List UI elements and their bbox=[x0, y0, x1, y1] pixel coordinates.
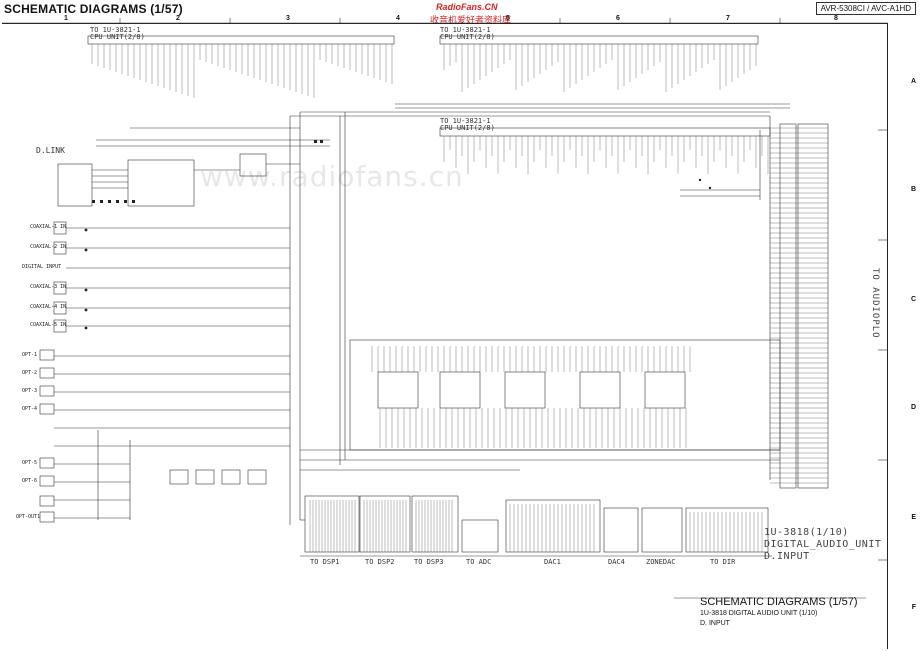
schematic-frame bbox=[2, 23, 888, 649]
input-opt-6: OPT-6 bbox=[22, 478, 38, 484]
input-opt-1: OPT-1 bbox=[22, 352, 38, 358]
input-coax-4: COAXIAL-4 IN bbox=[30, 304, 67, 310]
grid-row-a: A bbox=[910, 78, 916, 85]
input-digital: DIGITAL INPUT bbox=[22, 264, 62, 270]
input-opt-3: OPT-3 bbox=[22, 388, 38, 394]
input-opt-5: OPT-5 bbox=[22, 460, 38, 466]
cpu-connector-2-line2: CPU UNIT(2/8) bbox=[440, 33, 495, 41]
cpu-connector-1-line2: CPU UNIT(2/8) bbox=[90, 33, 145, 41]
cpu-connector-1-line1: TO 1U-3821-1 bbox=[90, 26, 141, 34]
grid-col-3: 3 bbox=[286, 15, 290, 22]
grid-col-6: 6 bbox=[616, 15, 620, 22]
cpu-connector-3-line2: CPU UNIT(2/8) bbox=[440, 124, 495, 132]
cpu-connector-3-line1: TO 1U-3821-1 bbox=[440, 117, 491, 125]
model-label: AVR-5308CI / AVC-A1HD bbox=[815, 2, 916, 15]
unit-label-line2: DIGITAL_AUDIO_UNIT bbox=[764, 539, 882, 550]
dlink-label: D.LINK bbox=[36, 146, 65, 155]
grid-row-e: E bbox=[911, 514, 916, 521]
unit-label-line3: D.INPUT bbox=[764, 551, 810, 562]
watermark-site: RadioFans.CN bbox=[436, 2, 498, 12]
footer-section: D. INPUT bbox=[700, 620, 730, 627]
grid-col-4: 4 bbox=[396, 15, 400, 22]
block-to-dir: TO DIR bbox=[710, 558, 736, 566]
input-coax-2: COAXIAL-2 IN bbox=[30, 244, 67, 250]
block-dac4: DAC4 bbox=[608, 558, 625, 566]
block-zonedac: ZONEDAC bbox=[646, 558, 676, 566]
grid-col-7: 7 bbox=[726, 15, 730, 22]
grid-col-8: 8 bbox=[834, 15, 838, 22]
input-coax-5: COAXIAL-5 IN bbox=[30, 322, 67, 328]
footer-unit: 1U-3818 DIGITAL AUDIO UNIT (1/10) bbox=[700, 610, 818, 617]
input-opt-4: OPT-4 bbox=[22, 406, 38, 412]
input-opt-out1: OPT-OUT1 bbox=[16, 514, 41, 520]
grid-row-f: F bbox=[911, 604, 916, 611]
grid-col-1: 1 bbox=[64, 15, 68, 22]
watermark-cn: 收音机爱好者资料库 bbox=[430, 15, 512, 25]
footer-title: SCHEMATIC DIAGRAMS (1/57) bbox=[700, 596, 858, 608]
block-to-dsp2: TO DSP2 bbox=[365, 558, 395, 566]
block-dac1: DAC1 bbox=[544, 558, 561, 566]
block-to-dsp3: TO DSP3 bbox=[414, 558, 444, 566]
input-opt-2: OPT-2 bbox=[22, 370, 38, 376]
watermark-big: www.radiofans.cn bbox=[200, 160, 464, 193]
grid-row-d: D bbox=[910, 404, 916, 411]
cpu-connector-2-line1: TO 1U-3821-1 bbox=[440, 26, 491, 34]
block-to-dsp1: TO DSP1 bbox=[310, 558, 340, 566]
grid-row-c: C bbox=[910, 296, 916, 303]
grid-col-2: 2 bbox=[176, 15, 180, 22]
to-audioplo-label: TO AUDIOPLO bbox=[870, 268, 880, 339]
grid-row-b: B bbox=[910, 186, 916, 193]
input-coax-1: COAXIAL-1 IN bbox=[30, 224, 67, 230]
input-coax-3: COAXIAL-3 IN bbox=[30, 284, 67, 290]
page-title: SCHEMATIC DIAGRAMS (1/57) bbox=[4, 2, 183, 16]
unit-label-line1: 1U-3818(1/10) bbox=[764, 527, 849, 538]
grid-col-5: 5 bbox=[506, 15, 510, 22]
block-to-adc: TO ADC bbox=[466, 558, 492, 566]
